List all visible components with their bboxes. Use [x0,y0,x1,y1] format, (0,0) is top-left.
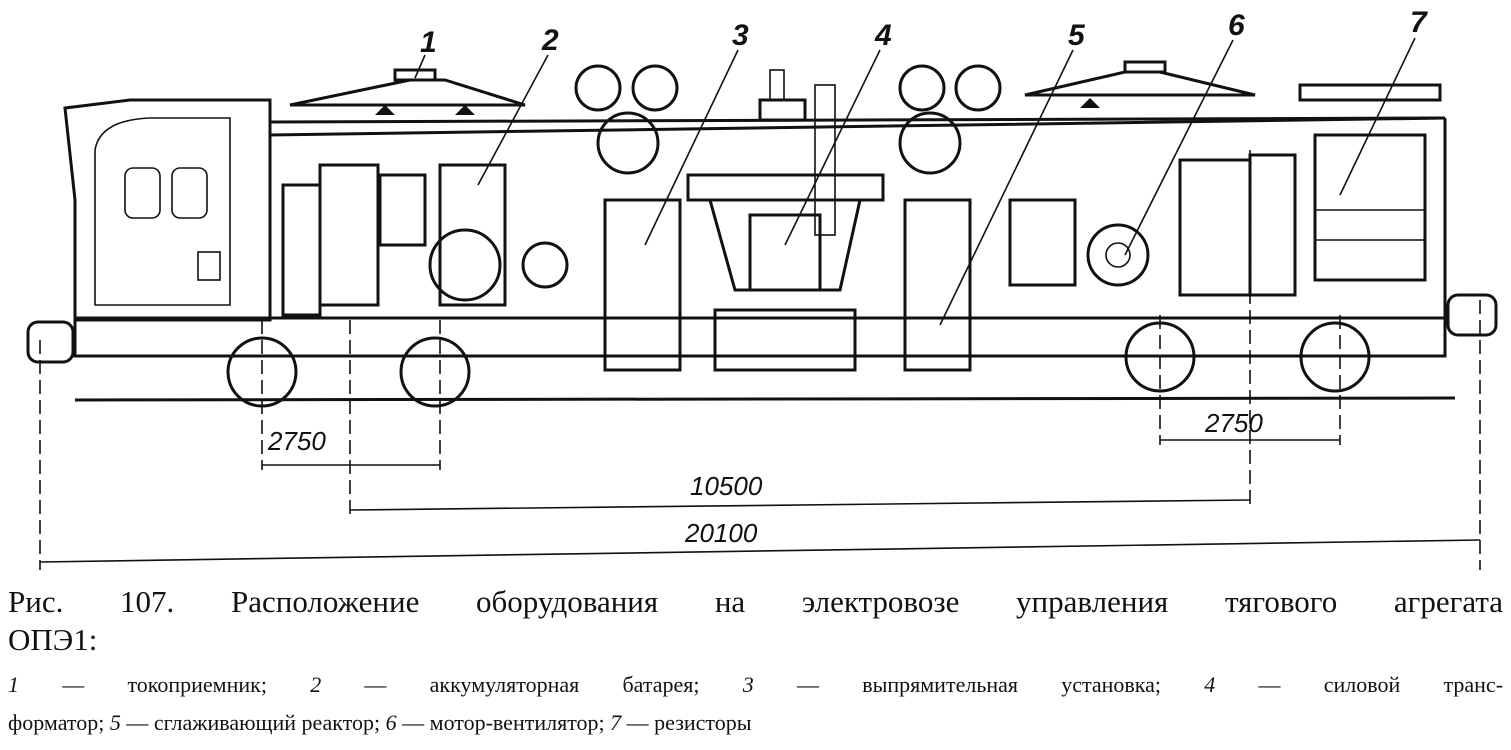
legend-text: силовой транс- [1323,672,1504,697]
dim-left-bogie: 2750 [267,426,326,456]
battery-box [438,163,507,307]
legend-line-2: форматор; 5 — сглаживающий реактор; 6 — … [8,710,752,735]
dim-right-bogie: 2750 [1204,408,1263,438]
callout-2: 2 [541,24,559,57]
legend-num: 3 [742,672,754,697]
figure-caption-title: Рис. 107. Расположение оборудования на э… [8,584,1503,619]
legend-num: 1 [8,672,19,697]
figure-caption-title-cont: ОПЭ1: [8,622,98,657]
roof-equipment [574,64,1442,236]
cab [63,98,272,322]
resistors [1313,133,1427,282]
legend-text: выпрямительная установка; [862,672,1162,697]
legend-text: форматор; [8,710,105,735]
callout-7: 7 [1410,6,1428,39]
motor-fan [1086,223,1150,287]
right-coupler [1446,293,1498,337]
cab-window [124,167,161,219]
legend-num: 5 [109,710,121,735]
smoothing-reactor [903,198,972,372]
legend-text: сглаживающий реактор; [153,710,381,735]
motor-generator [428,228,502,302]
internal-equipment [281,111,1427,372]
legend-num: 2 [310,672,322,697]
legend-text: токоприемник; [127,672,267,697]
left-coupler [26,320,75,364]
cab-window [171,167,208,219]
legend-num: 4 [1204,672,1216,697]
insulator [814,84,836,236]
resistor-cover [1298,83,1442,102]
callout-4: 4 [874,19,892,52]
rectifier-unit [603,198,682,372]
locomotive-body [26,98,1498,402]
callout-3: 3 [732,19,749,52]
figure-legend: 1 — токоприемник; 2 — аккумуляторная бат… [8,666,1503,742]
callout-6: 6 [1228,9,1245,42]
legend-text: резисторы [654,710,752,735]
callout-5: 5 [1068,19,1086,52]
rail-line [74,396,1456,402]
bogies [39,150,1481,570]
pantograph-1 [289,78,526,107]
wheel [1299,321,1371,393]
pantographs [289,60,1256,115]
legend-num: 7 [610,710,622,735]
callouts: 1 2 3 4 5 6 7 [414,6,1428,326]
underframe [73,316,1447,358]
pantograph-2 [1024,70,1256,97]
locomotive-equipment-drawing: 2750 2750 10500 20100 1 2 3 4 5 6 7 [26,6,1498,570]
dim-overall-length: 20100 [684,518,758,548]
fan-right [898,111,962,175]
legend-text: аккумуляторная батарея; [429,672,700,697]
wheel [399,336,471,408]
legend-line-1: 1 — токоприемник; 2 — аккумуляторная бат… [8,672,1504,697]
dim-bogie-centers: 10500 [690,471,763,501]
dimension-lines: 2750 2750 10500 20100 [39,408,1481,563]
legend-text: мотор-вентилятор; [429,710,605,735]
power-transformer [708,198,862,292]
callout-1: 1 [420,26,437,59]
legend-num: 6 [385,710,397,735]
fan-left [596,111,660,175]
